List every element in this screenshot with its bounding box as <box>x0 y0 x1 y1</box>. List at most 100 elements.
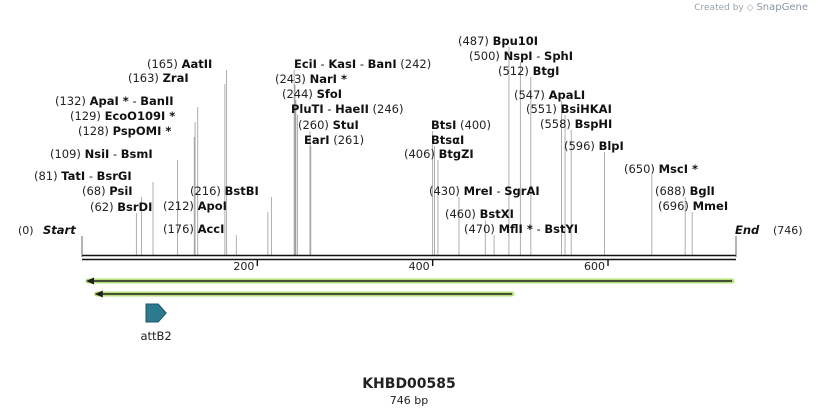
feature-arrow[interactable] <box>85 277 735 285</box>
enzyme-name: BsmI <box>121 147 153 161</box>
restriction-site-label: (650) MscI * <box>624 162 698 176</box>
restriction-site-label: (165) AatII <box>147 57 212 71</box>
enzyme-name: NarI <box>310 72 337 86</box>
backbone <box>82 254 736 261</box>
restriction-site-label: (109) NsiI - BsmI <box>50 147 153 161</box>
site-position: (596) <box>564 139 599 153</box>
enzyme-name: StuI <box>333 118 359 132</box>
end-label: End <box>735 223 760 237</box>
sequence-length: 746 bp <box>389 394 429 407</box>
enzyme-name: EciI <box>294 57 317 71</box>
site-position: (551) <box>526 102 561 116</box>
site-position: (406) <box>404 147 439 161</box>
site-position: (512) <box>498 64 533 78</box>
site-position: (400) <box>456 118 491 132</box>
restriction-site-label: EarI (261) <box>304 133 364 147</box>
enzyme-name: NspI <box>504 49 533 63</box>
restriction-site-label: (487) Bpu10I <box>458 34 538 48</box>
enzyme-name: BlpI <box>599 139 624 153</box>
enzyme-name: PsiI <box>109 184 132 198</box>
enzyme-name: BstXI <box>480 207 514 221</box>
site-position: (242) <box>397 57 432 71</box>
site-separator: - <box>109 147 120 161</box>
enzyme-name: KasI <box>328 57 356 71</box>
enzyme-name: BtsI <box>431 118 456 132</box>
site-position: (261) <box>330 133 365 147</box>
start-position: (0) <box>18 224 34 237</box>
enzyme-name: NsiI <box>85 147 110 161</box>
restriction-site-label: (163) ZraI <box>128 71 189 85</box>
site-position: (62) <box>90 200 117 214</box>
site-position: (500) <box>469 49 504 63</box>
watermark-brand: SnapGene <box>756 2 808 13</box>
enzyme-name: MflI <box>499 222 523 236</box>
enzyme-name: BsrGI <box>97 169 132 183</box>
restriction-site-label: (696) MmeI <box>658 199 728 213</box>
site-position: (688) <box>655 184 690 198</box>
restriction-site-label: (470) MflI * - BstYI <box>464 222 578 236</box>
restriction-site-label: (558) BspHI <box>540 117 612 131</box>
restriction-site-label: (68) PsiI <box>82 184 133 198</box>
star-activity-marker: * <box>165 109 175 123</box>
snapgene-watermark: Created by ◇ SnapGene <box>694 2 808 13</box>
restriction-site-label: (547) ApaLI <box>514 88 585 102</box>
enzyme-name: AatII <box>182 57 213 71</box>
restriction-site-label: (132) ApaI * - BanII <box>55 94 174 108</box>
site-position: (246) <box>369 102 404 116</box>
enzyme-name: ApoI <box>198 199 227 213</box>
enzyme-name: SphI <box>544 49 573 63</box>
site-lines <box>135 47 693 255</box>
sequence-name: KHBD00585 <box>362 376 456 392</box>
site-separator: - <box>324 102 335 116</box>
restriction-site-label: (62) BsrDI <box>90 200 152 214</box>
enzyme-name: EarI <box>304 133 330 147</box>
site-position: (81) <box>34 169 61 183</box>
restriction-site-label: (406) BtgZI <box>404 147 474 161</box>
star-activity-marker: * <box>688 162 698 176</box>
site-labels: (62) BsrDI(68) PsiI(81) TatI - BsrGI(109… <box>34 34 728 236</box>
site-position: (163) <box>128 71 163 85</box>
enzyme-name: BtsαI <box>431 133 464 147</box>
enzyme-name: BsiHKAI <box>561 102 612 116</box>
enzyme-name: BanII <box>140 94 173 108</box>
features: attB2 <box>85 277 735 343</box>
restriction-site-label: (596) BlpI <box>564 139 624 153</box>
enzyme-name: BstYI <box>544 222 578 236</box>
site-position: (109) <box>50 147 85 161</box>
snapgene-logo-icon: ◇ <box>746 3 754 13</box>
site-position: (487) <box>458 34 493 48</box>
enzyme-name: SfoI <box>317 87 342 101</box>
enzyme-name: MscI <box>659 162 688 176</box>
restriction-site-label: (243) NarI * <box>275 72 347 86</box>
site-position: (260) <box>298 118 333 132</box>
restriction-site-label: (212) ApoI <box>163 199 227 213</box>
feature-arrow[interactable] <box>94 290 515 298</box>
enzyme-name: ApaI <box>90 94 119 108</box>
feature-attb2[interactable]: attB2 <box>140 303 172 343</box>
enzyme-name: HaeII <box>335 102 369 116</box>
enzyme-name: EcoO109I <box>105 109 166 123</box>
sequence-ends: (0) Start End (746) <box>18 223 803 257</box>
enzyme-name: BtgI <box>533 64 560 78</box>
enzyme-name: AccI <box>198 222 225 236</box>
restriction-site-label: (500) NspI - SphI <box>469 49 573 63</box>
restriction-site-label: (128) PspOMI * <box>78 124 171 138</box>
site-separator: - <box>533 222 544 236</box>
site-position: (460) <box>445 207 480 221</box>
site-position: (547) <box>514 88 549 102</box>
site-separator: - <box>129 94 140 108</box>
star-activity-marker: * <box>523 222 533 236</box>
enzyme-name: ApaLI <box>549 88 586 102</box>
feature-label: attB2 <box>140 329 171 343</box>
enzyme-name: PspOMI <box>113 124 162 138</box>
site-position: (176) <box>163 222 198 236</box>
enzyme-name: ZraI <box>163 71 189 85</box>
star-activity-marker: * <box>119 94 129 108</box>
enzyme-name: PluTI <box>291 102 324 116</box>
restriction-site-label: (216) BstBI <box>190 184 259 198</box>
restriction-site-label: (551) BsiHKAI <box>526 102 612 116</box>
enzyme-name: MmeI <box>693 199 729 213</box>
restriction-site-label: PluTI - HaeII (246) <box>291 102 404 116</box>
site-position: (68) <box>82 184 109 198</box>
